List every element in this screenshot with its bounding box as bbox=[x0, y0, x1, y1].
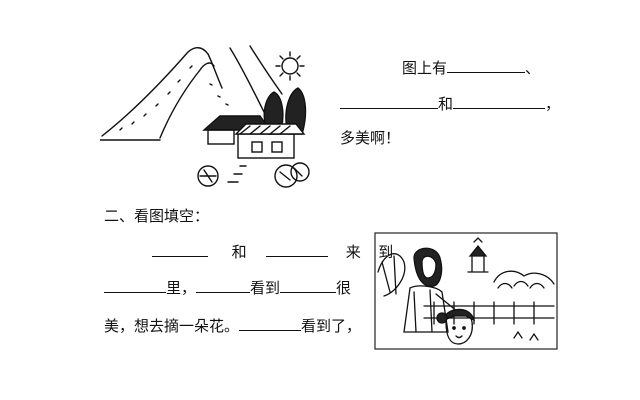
woman-girl-park-illustration bbox=[374, 232, 558, 350]
s1-line1: 图上有 、 bbox=[402, 56, 540, 78]
s2-blank-3[interactable] bbox=[104, 276, 166, 293]
s2-row3: 美，想去摘一朵花。 看到了， bbox=[104, 314, 361, 336]
s2-row2-see: 看到 bbox=[250, 279, 281, 297]
s2-blank-6[interactable] bbox=[239, 314, 302, 331]
s1-line2-mid: 和 bbox=[438, 95, 454, 113]
s2-row1-and: 和 bbox=[231, 243, 247, 261]
s1-blank-1[interactable] bbox=[447, 56, 526, 73]
s1-blank-2[interactable] bbox=[340, 92, 438, 109]
s2-row1-to: 到 bbox=[378, 243, 394, 261]
s2-blank-5[interactable] bbox=[280, 276, 337, 293]
s2-row1-come: 来 bbox=[345, 243, 361, 261]
s1-line2-suffix: ， bbox=[545, 95, 561, 113]
s1-line3: 多美啊！ bbox=[340, 129, 401, 147]
s2-blank-4[interactable] bbox=[196, 276, 251, 293]
s2-row2-very: 很 bbox=[336, 279, 352, 297]
s1-line2: 和， bbox=[340, 92, 560, 114]
mountain-house-illustration bbox=[100, 45, 310, 188]
s2-row2: 里， 看到 很 bbox=[104, 276, 351, 298]
s2-row3-saw: 看到了， bbox=[301, 317, 362, 335]
s2-heading: 二、看图填空： bbox=[104, 207, 210, 225]
s1-blank-3[interactable] bbox=[453, 92, 546, 109]
s1-line1-prefix: 图上有 bbox=[402, 59, 448, 77]
s2-blank-1[interactable] bbox=[152, 240, 208, 257]
s2-row1: 和 来 到 bbox=[152, 240, 393, 262]
s2-row3-start: 美，想去摘一朵花。 bbox=[104, 317, 240, 335]
s2-row2-li: 里， bbox=[166, 279, 197, 297]
s1-line1-suffix: 、 bbox=[525, 59, 541, 77]
s2-blank-2[interactable] bbox=[266, 240, 329, 257]
